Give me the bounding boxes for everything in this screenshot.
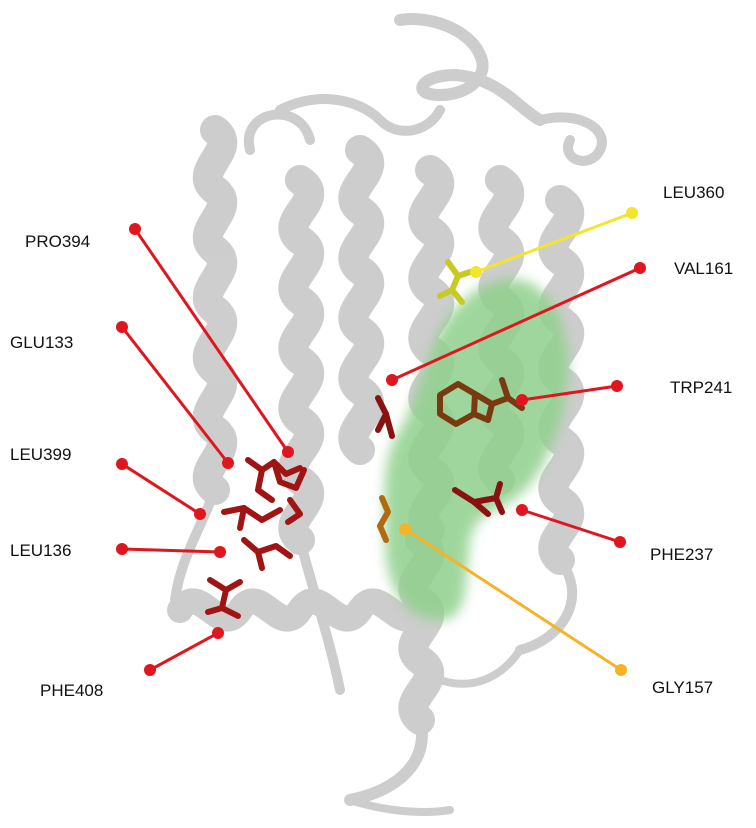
label-trp241: TRP241: [670, 378, 732, 397]
label-val161: VAL161: [674, 259, 733, 278]
label-glu133: GLU133: [10, 333, 73, 352]
phe408-leader: [144, 627, 224, 676]
label-pro394: PRO394: [25, 232, 90, 251]
label-leu399: LEU399: [10, 445, 71, 464]
label-phe408: PHE408: [40, 681, 103, 700]
label-leu360: LEU360: [663, 183, 724, 202]
label-leu136: LEU136: [10, 541, 71, 560]
label-phe237: PHE237: [650, 545, 713, 564]
leu136-leader: [116, 543, 226, 558]
label-gly157: GLY157: [652, 678, 713, 697]
leu399-leader: [116, 458, 206, 520]
